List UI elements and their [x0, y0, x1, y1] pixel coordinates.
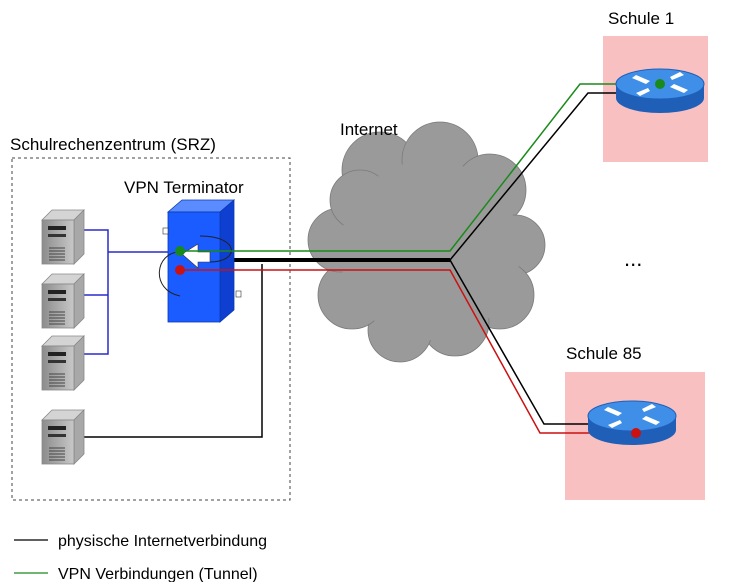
- tunnel-endpoint-red: [175, 265, 185, 275]
- datacenter-label: Schulrechenzentrum (SRZ): [10, 135, 216, 154]
- cloud-icon: [307, 121, 546, 363]
- school-85-label: Schule 85: [566, 344, 642, 363]
- router-icon: [587, 400, 677, 446]
- tunnel-endpoint-red: [631, 428, 641, 438]
- router-icon: [615, 68, 705, 114]
- server-icon: [41, 335, 85, 391]
- legend-label-vpn: VPN Verbindungen (Tunnel): [58, 566, 258, 582]
- server-icon: [41, 273, 85, 329]
- server-icon: [41, 209, 85, 265]
- vpn-tunnel-school-85: [180, 269, 636, 434]
- datacenter-boundary: [11, 157, 291, 501]
- internet-label: Internet: [340, 120, 398, 139]
- tunnel-endpoint-green: [175, 246, 185, 256]
- legend-label-physical: physische Internetverbindung: [58, 533, 267, 550]
- physical-link-server: [84, 264, 263, 438]
- legend: physische Internetverbindung VPN Verbind…: [14, 533, 267, 582]
- vpn-terminator-icon: [158, 199, 242, 323]
- tunnel-endpoint-green: [655, 79, 665, 89]
- server-icon: [41, 409, 85, 465]
- more-schools-ellipsis: ...: [624, 246, 642, 271]
- terminator-label: VPN Terminator: [124, 178, 244, 197]
- server-links: [84, 229, 176, 355]
- school-1-label: Schule 1: [608, 9, 674, 28]
